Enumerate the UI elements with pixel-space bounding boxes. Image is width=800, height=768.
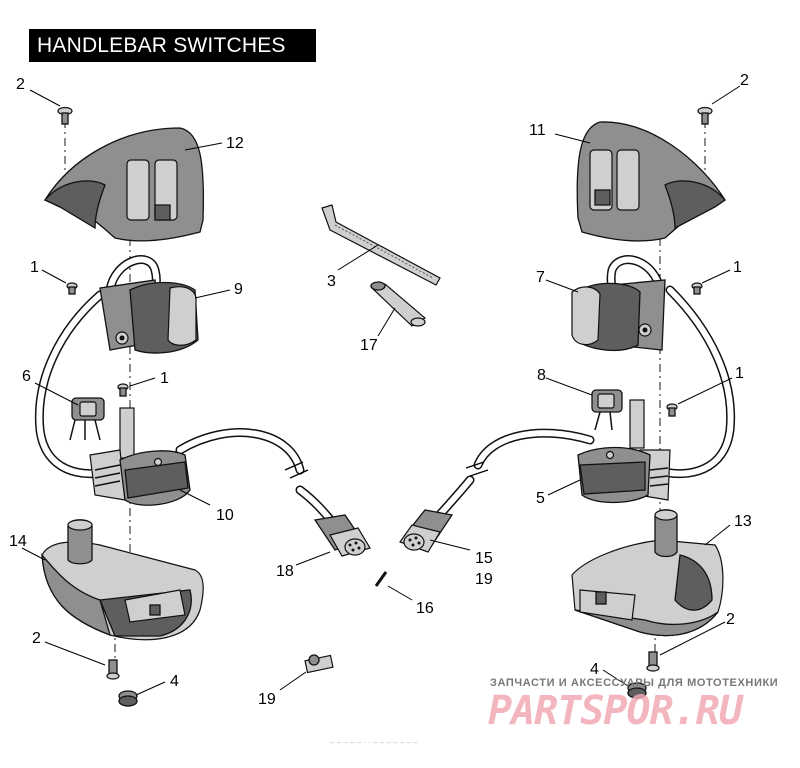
clip-19 bbox=[304, 654, 334, 674]
screw-bottom-left bbox=[106, 659, 120, 680]
cable-strap-3 bbox=[321, 204, 441, 286]
switch-block-right-7 bbox=[571, 279, 666, 352]
upper-housing-left bbox=[43, 127, 205, 242]
callout-9: 9 bbox=[234, 281, 243, 298]
diagram-title: HANDLEBAR SWITCHES bbox=[29, 29, 316, 62]
screw-top-right bbox=[697, 106, 713, 125]
lower-housing-left bbox=[41, 519, 204, 641]
callout-18: 18 bbox=[276, 563, 294, 580]
screw-bottom-right bbox=[646, 651, 660, 672]
connector-18 bbox=[313, 514, 371, 557]
watermark-brand-logo: PARTSPOR.RU bbox=[488, 688, 743, 734]
callout-2-bottom-left: 2 bbox=[32, 630, 41, 647]
watermark-tagline: ЗАПЧАСТИ И АКСЕССУАРЫ ДЛЯ МОТОТЕХНИКИ bbox=[490, 677, 779, 689]
callout-1-left: 1 bbox=[30, 259, 39, 276]
callout-3: 3 bbox=[327, 273, 336, 290]
callout-19-right: 19 bbox=[475, 571, 493, 588]
callout-19-bottom: 19 bbox=[258, 691, 276, 708]
screw-right-2 bbox=[666, 403, 678, 417]
screw-left-2 bbox=[117, 383, 129, 397]
grommet-left-4 bbox=[118, 690, 138, 707]
connector-right-8 bbox=[591, 389, 623, 431]
sleeve-17 bbox=[370, 281, 427, 327]
callout-1-mid-left: 1 bbox=[160, 370, 169, 387]
callout-2-top-right: 2 bbox=[740, 72, 749, 89]
screw-right-1 bbox=[691, 282, 703, 295]
callout-7: 7 bbox=[536, 269, 545, 286]
switch-housing-left-10 bbox=[89, 407, 191, 506]
lower-housing-right bbox=[571, 509, 724, 637]
switch-block-left-9 bbox=[99, 279, 199, 354]
upper-housing-right bbox=[576, 121, 726, 242]
connector-left-6 bbox=[69, 397, 105, 441]
callout-15: 15 bbox=[475, 550, 493, 567]
callout-5: 5 bbox=[536, 490, 545, 507]
leader-lines bbox=[21, 85, 741, 696]
callout-14: 14 bbox=[9, 533, 27, 550]
callout-4-left: 4 bbox=[170, 673, 179, 690]
callout-10: 10 bbox=[216, 507, 234, 524]
grommet-right-4 bbox=[627, 682, 647, 699]
connector-15 bbox=[399, 509, 454, 553]
pin-16 bbox=[374, 571, 388, 587]
switch-housing-right-5 bbox=[577, 399, 671, 504]
callout-11: 11 bbox=[529, 122, 546, 139]
callout-1-mid-right: 1 bbox=[735, 365, 744, 382]
callout-8: 8 bbox=[537, 367, 546, 384]
screw-top-left bbox=[57, 106, 73, 125]
callout-16: 16 bbox=[416, 600, 434, 617]
callout-1-right: 1 bbox=[733, 259, 742, 276]
screw-left-1 bbox=[66, 282, 78, 295]
callout-2-top-left: 2 bbox=[16, 76, 25, 93]
callout-13: 13 bbox=[734, 513, 752, 530]
callout-12: 12 bbox=[226, 135, 244, 152]
callout-numbers: 2 12 1 9 6 1 10 14 2 4 3 17 18 16 19 15 … bbox=[9, 72, 752, 708]
callout-17: 17 bbox=[360, 337, 378, 354]
callout-2-bottom-right: 2 bbox=[726, 611, 735, 628]
callout-6: 6 bbox=[22, 368, 31, 385]
footer-mark: – – – – – · · – – – – – – – bbox=[330, 738, 418, 747]
callout-4-right: 4 bbox=[590, 661, 599, 678]
